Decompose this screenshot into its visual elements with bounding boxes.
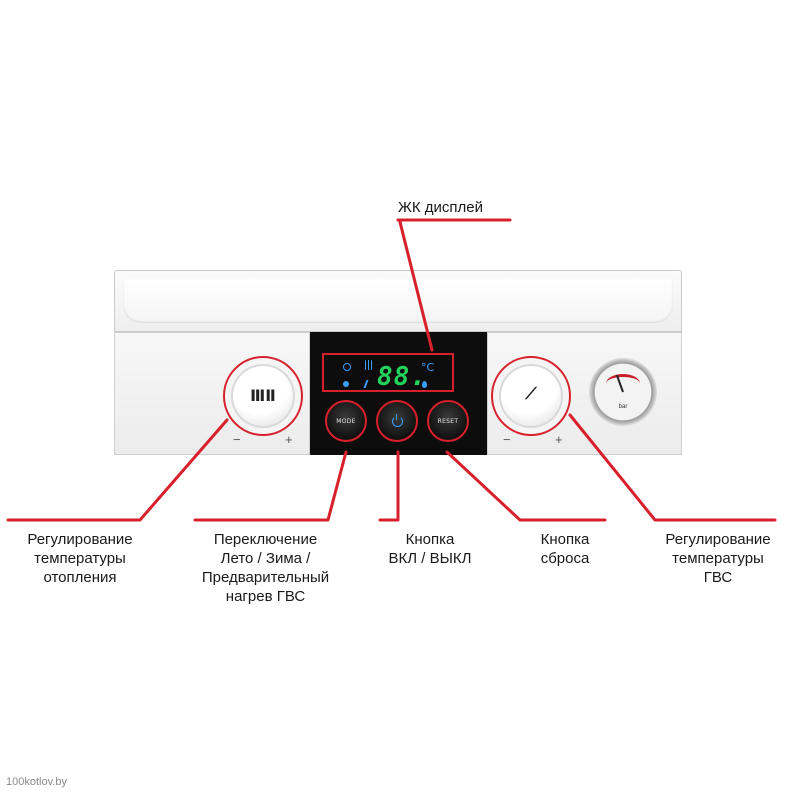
label-reset: Кнопка сброса: [515, 530, 615, 568]
dhw-plus-mark: +: [555, 432, 563, 447]
label-heating-line: температуры: [34, 550, 126, 567]
label-heating: Регулирование температуры отопления: [10, 530, 150, 587]
dhw-minus-mark: −: [503, 432, 511, 447]
label-lcd: ЖК дисплей: [398, 199, 483, 216]
label-mode: Переключение Лето / Зима / Предварительн…: [183, 530, 348, 606]
power-button[interactable]: [376, 400, 418, 442]
control-center-panel: 88. °C MODE RESET: [310, 332, 487, 455]
heating-minus-mark: −: [233, 432, 241, 447]
label-power: Кнопка ВКЛ / ВЫКЛ: [375, 530, 485, 568]
mode-button[interactable]: MODE: [325, 400, 367, 442]
lcd-digits: 88.: [377, 362, 427, 392]
power-icon: [391, 413, 403, 427]
lcd-display-highlight: [322, 353, 454, 392]
panel-cover-lid: [123, 279, 673, 323]
callout-power: [378, 450, 400, 522]
lcd-unit: °C: [421, 361, 435, 374]
snowflake-icon: [343, 381, 349, 387]
radiator-icon: ⅢⅡ: [250, 388, 276, 405]
panel-cover: [114, 270, 682, 332]
label-mode-line: Предварительный: [201, 569, 330, 586]
label-mode-line: Переключение: [213, 531, 318, 548]
flame-icon: [435, 383, 441, 389]
heating-plus-mark: +: [285, 432, 293, 447]
water-drop-icon: [422, 381, 427, 388]
radiator-icon: [365, 360, 372, 370]
label-power-line: Кнопка: [405, 531, 455, 548]
dhw-temperature-knob[interactable]: ⟋: [491, 356, 571, 436]
label-dhw-line: Регулирование: [665, 531, 771, 548]
label-dhw-line: температуры: [672, 550, 764, 567]
label-dhw-line: ГВС: [703, 569, 733, 586]
label-mode-line: Лето / Зима /: [220, 550, 311, 567]
label-mode-line: нагрев ГВС: [225, 588, 306, 605]
label-power-line: ВКЛ / ВЫКЛ: [388, 550, 472, 567]
reset-button[interactable]: RESET: [427, 400, 469, 442]
heating-temperature-knob[interactable]: ⅢⅡ: [223, 356, 303, 436]
pump-icon: [343, 363, 351, 371]
label-dhw: Регулирование температуры ГВС: [648, 530, 788, 587]
gauge-unit: bar: [618, 404, 628, 410]
label-heating-line: Регулирование: [27, 531, 133, 548]
gauge-red-zone: [606, 374, 640, 393]
callout-mode: [193, 450, 348, 522]
label-reset-line: Кнопка: [540, 531, 590, 548]
label-reset-line: сброса: [540, 550, 590, 567]
pressure-gauge: bar: [589, 358, 657, 426]
watermark: 100kotlov.by: [6, 776, 67, 788]
callout-reset: [445, 450, 607, 522]
label-heating-line: отопления: [43, 569, 117, 586]
tap-icon: ⟋: [525, 386, 537, 403]
